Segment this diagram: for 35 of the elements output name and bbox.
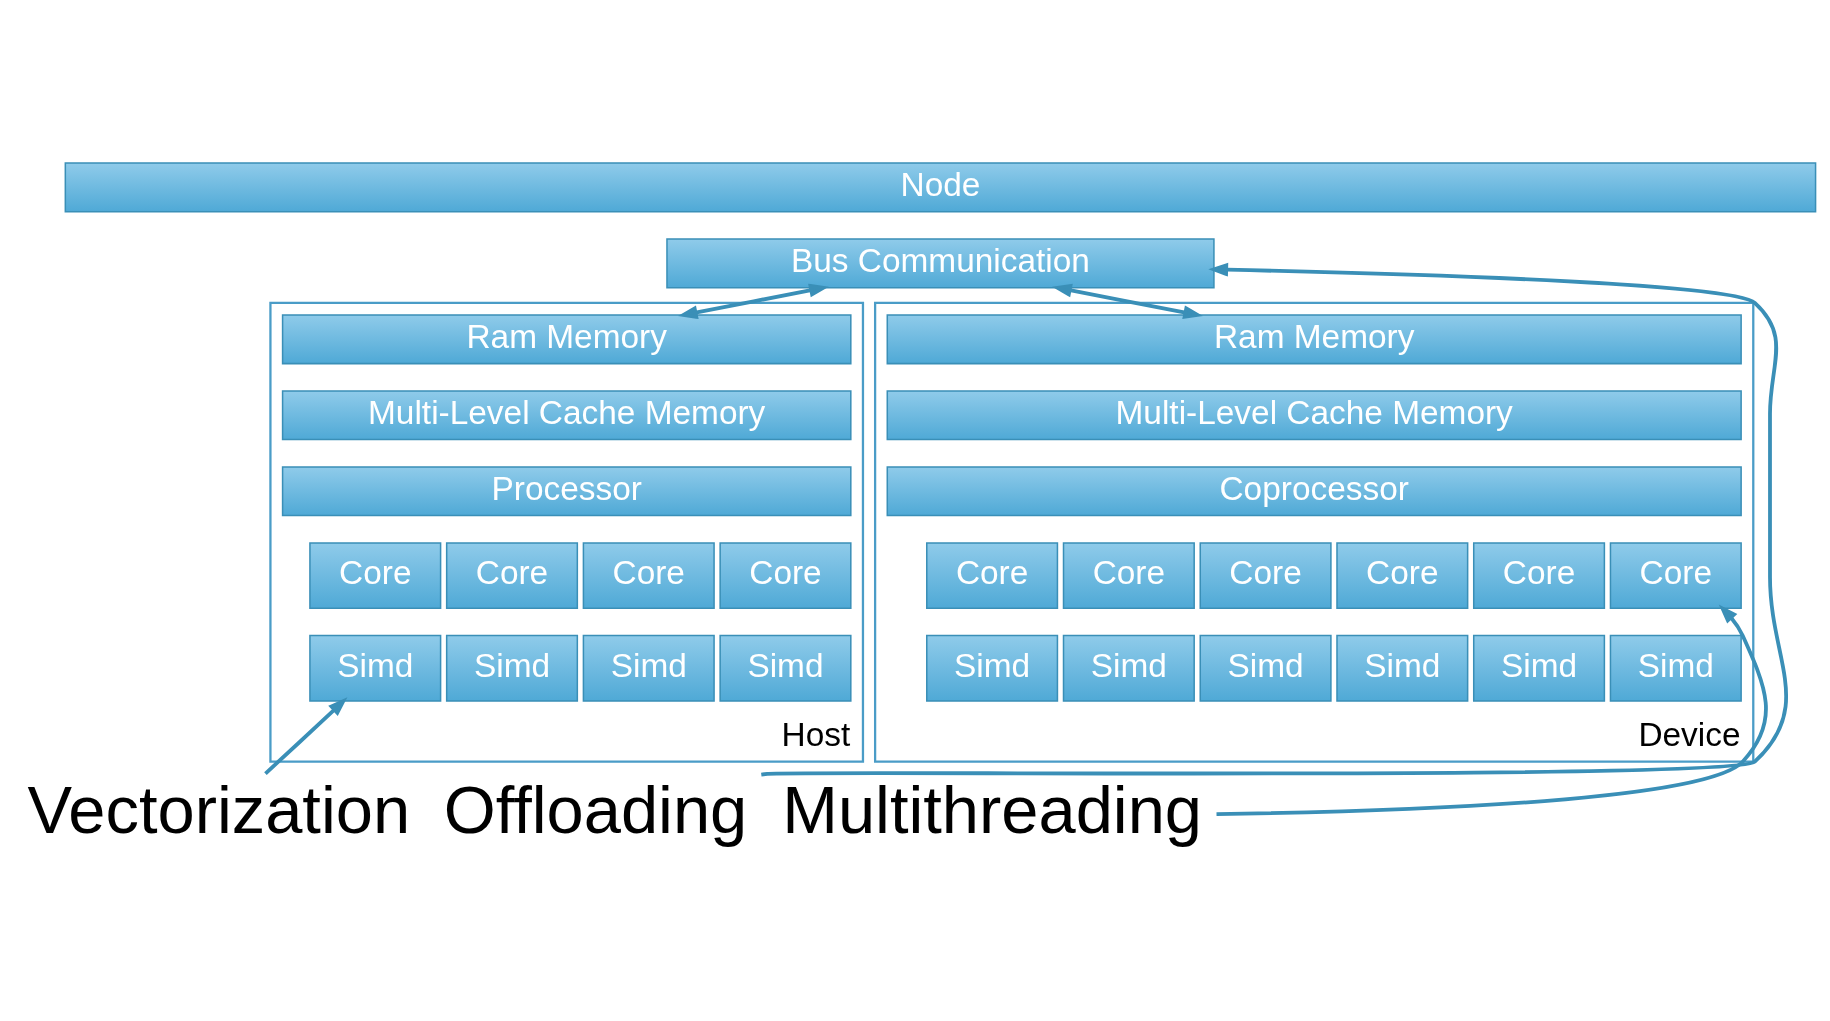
- arrow: [1052, 283, 1204, 319]
- arrow: [761, 262, 1788, 776]
- node-box: Core: [719, 541, 852, 609]
- node-box: Bus Communication: [666, 237, 1215, 288]
- node-box: Core: [1472, 541, 1606, 609]
- node-box: Multi-Level Cache Memory: [281, 389, 852, 440]
- node-box: Core: [445, 541, 579, 609]
- node-box: Core: [1199, 541, 1332, 609]
- node-box: Ram Memory: [886, 313, 1742, 364]
- node-text: Multithreading: [782, 771, 1202, 847]
- node-box: Simd: [309, 634, 442, 702]
- node-box: Simd: [1472, 634, 1606, 702]
- node-box: Node: [64, 161, 1817, 212]
- node-box: Core: [1609, 541, 1742, 609]
- node-box: Simd: [719, 634, 852, 702]
- node-box: Coprocessor: [886, 465, 1742, 516]
- node-box: Processor: [281, 465, 852, 516]
- arrow: [1216, 603, 1768, 816]
- node-text: Offloading: [443, 771, 748, 847]
- node-box: Multi-Level Cache Memory: [886, 389, 1742, 440]
- node-box: Core: [926, 541, 1059, 609]
- node-text: Vectorization: [27, 771, 411, 847]
- node-box: Simd: [1336, 634, 1469, 702]
- node-box: Simd: [1062, 634, 1195, 702]
- node-box: Simd: [445, 634, 579, 702]
- node-box: Simd: [926, 634, 1059, 702]
- node-box: Core: [309, 541, 442, 609]
- node-box: Core: [1336, 541, 1469, 609]
- node-box: Core: [582, 541, 715, 609]
- arrow: [677, 283, 829, 319]
- node-box: Simd: [1199, 634, 1332, 702]
- node-box: Ram Memory: [281, 313, 852, 364]
- node-box: Simd: [1609, 634, 1742, 702]
- node-box: Simd: [582, 634, 715, 702]
- node-box: Core: [1062, 541, 1195, 609]
